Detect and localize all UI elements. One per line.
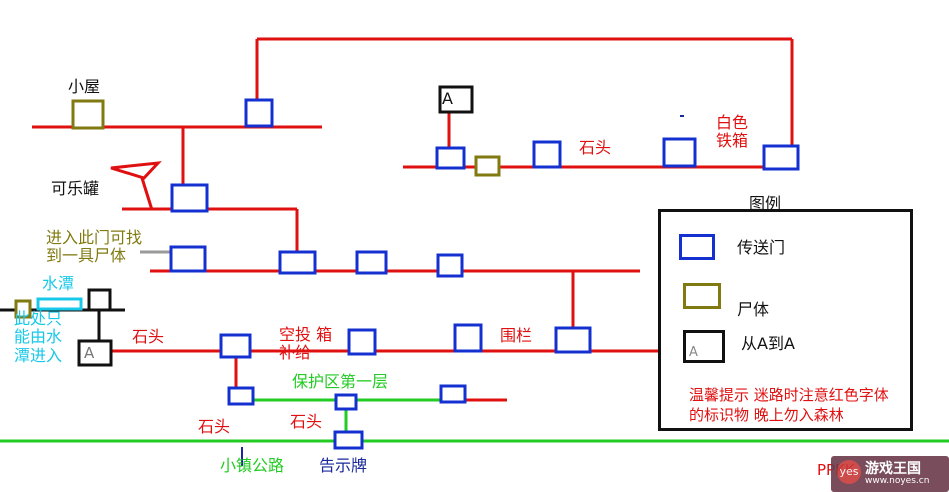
- portal-icon: [679, 234, 715, 260]
- portal-icon: [169, 245, 207, 273]
- a-to-a-markers: [77, 85, 474, 367]
- supply-box-label: 空投 箱 补给: [279, 325, 333, 363]
- portal-icon: [333, 430, 364, 450]
- a-marker-glyph: A: [84, 344, 95, 362]
- safe-zone-label: 保护区第一层: [292, 372, 389, 391]
- site-name: 游戏王国: [865, 461, 921, 477]
- cola-can-icon: [110, 161, 162, 180]
- portal-icon: [662, 137, 697, 168]
- stone-label: 石头: [579, 138, 612, 157]
- portal-icon: [227, 386, 255, 406]
- signboard-label: 告示牌: [319, 456, 368, 475]
- cola-can-label: 可乐罐: [51, 179, 100, 198]
- portal-icon: [554, 326, 592, 354]
- cola-can-marker: [110, 161, 162, 211]
- logo-icon: yes: [837, 460, 861, 484]
- portal-icon: [170, 183, 209, 213]
- corpse-icon: [14, 299, 32, 319]
- portal-icon: [278, 250, 317, 275]
- portal-icon: [435, 146, 466, 170]
- portal-icon: [532, 140, 562, 169]
- watermark: PPKK yes 游戏王国 www.noyes.cn: [817, 456, 949, 492]
- portal-icon: [436, 253, 464, 278]
- legend-item-label: 传送门: [737, 238, 786, 257]
- legend-tip-note: 温馨提示 迷路时注意红色字体的标识物 晚上勿入森林: [689, 386, 889, 425]
- stone-label: 石头: [198, 417, 231, 436]
- portal-icon: [334, 393, 358, 411]
- a-to-a-icon: [438, 85, 474, 114]
- portal-icon: [762, 144, 800, 171]
- stone-label: 石头: [290, 412, 323, 431]
- legend-title: 图例: [749, 194, 782, 213]
- town-road-label: 小镇公路: [220, 456, 285, 475]
- legend-item-label: 从A到A: [741, 334, 795, 353]
- stone-label: 石头: [132, 327, 165, 346]
- portal-icon: [244, 98, 274, 128]
- cabin-label: 小屋: [68, 77, 101, 96]
- corpse-icon: [474, 155, 501, 177]
- pond-entry-label: 此处只 能由水 潭进入: [14, 309, 63, 365]
- portal-icon: [355, 250, 388, 275]
- corpses: [14, 99, 501, 319]
- a-to-a-icon: A: [683, 330, 725, 363]
- legend-item-label: 尸体: [737, 300, 770, 319]
- door-hint-label: 进入此门可找 到一具尸体: [46, 228, 143, 266]
- pond-icon: [36, 297, 83, 311]
- corpse-icon: [683, 283, 721, 309]
- portal-icon: [347, 328, 377, 356]
- a-marker-glyph: A: [442, 89, 453, 108]
- a-to-a-icon: [77, 339, 113, 367]
- pond-label: 水潭: [42, 274, 75, 293]
- legend: 传送门 尸体 A 从A到A 温馨提示 迷路时注意红色字体的标识物 晚上勿入森林: [658, 209, 913, 431]
- a-marker-glyph: A: [689, 345, 698, 360]
- a-to-a-icon: [87, 288, 112, 312]
- portal-icon: [219, 333, 252, 359]
- white-iron-box-label: 白色 铁箱: [716, 113, 749, 151]
- fence-label: 围栏: [500, 326, 533, 345]
- portal-icon: [453, 323, 483, 353]
- site-url: www.noyes.cn: [865, 476, 930, 486]
- site-logo: yes 游戏王国 www.noyes.cn: [831, 456, 949, 492]
- corpse-icon: [71, 99, 105, 130]
- portal-icon: [439, 384, 467, 404]
- portals: [169, 98, 800, 450]
